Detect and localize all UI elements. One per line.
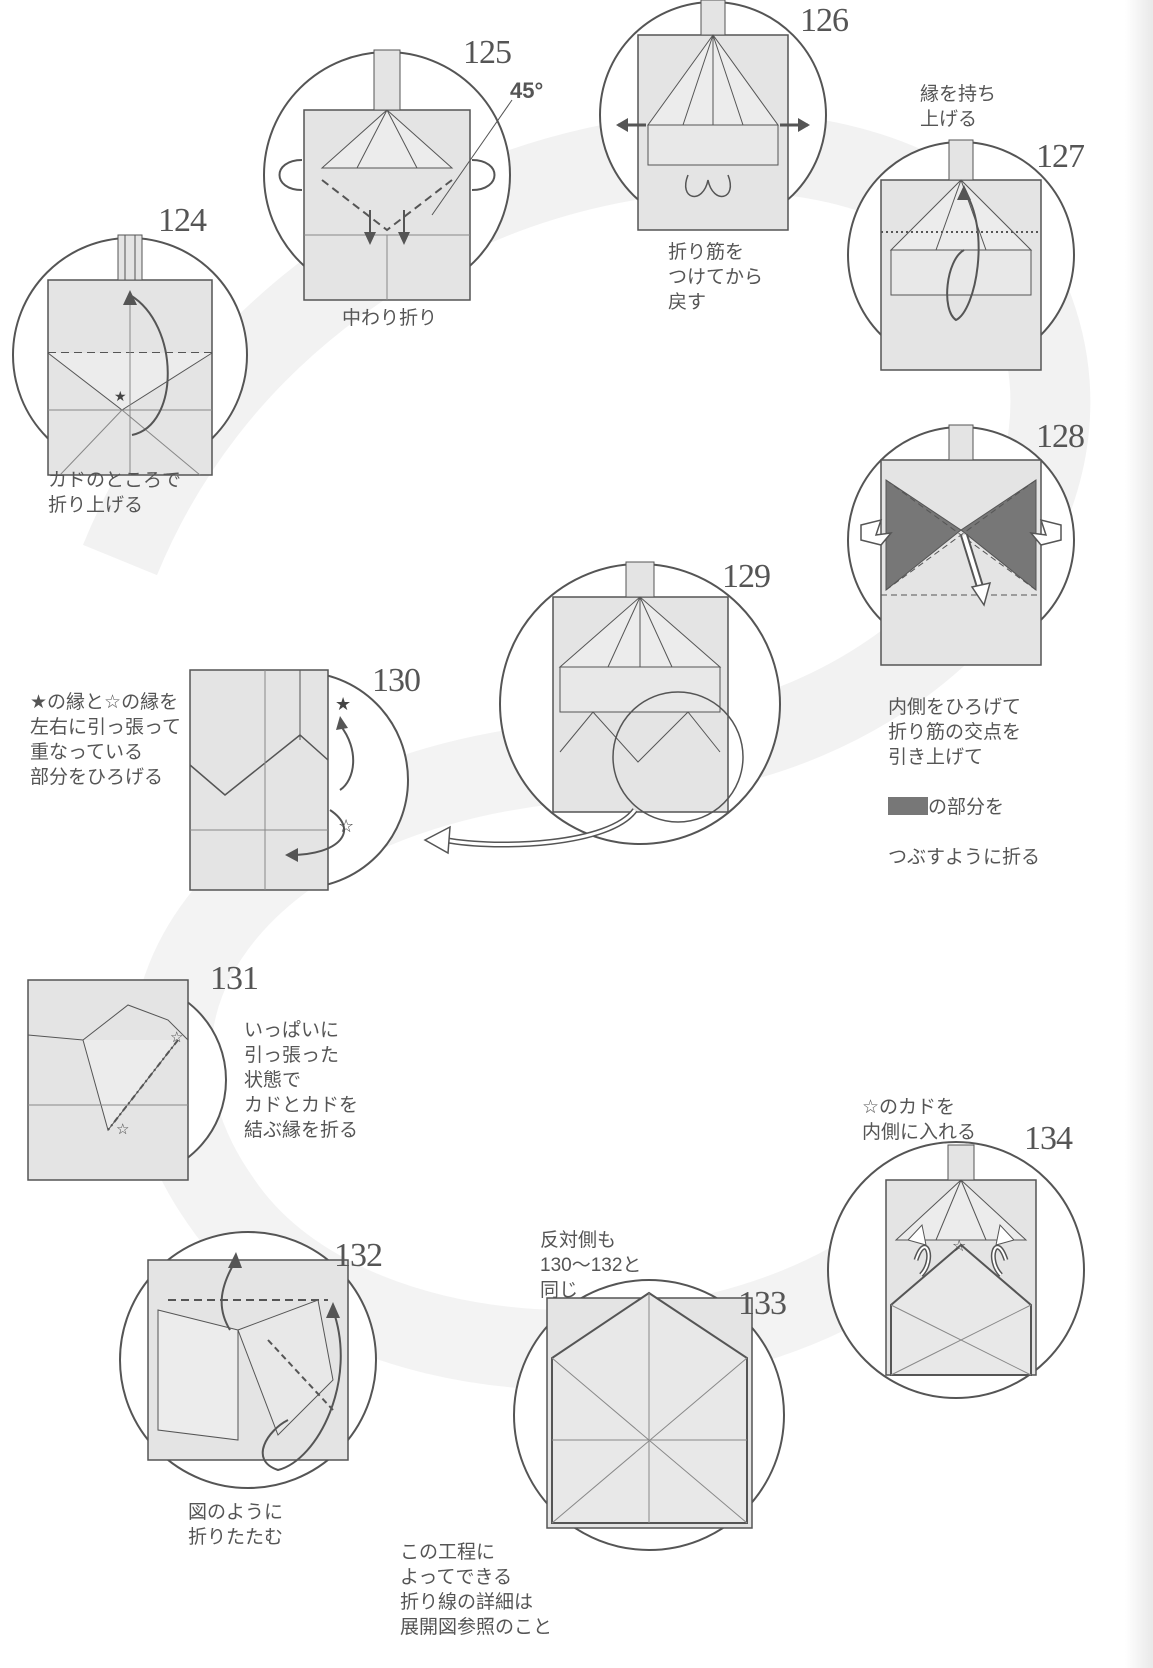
step-number-132: 132 [334, 1237, 383, 1274]
step-127 [846, 139, 1076, 371]
step-128-note-line3: つぶすように折る [888, 847, 1041, 868]
step-133-note-above: 反対側も 130〜132と 同じ [540, 1230, 642, 1301]
step-126-note: 折り筋を つけてから 戻す [668, 242, 764, 313]
step-127-note: 縁を持ち 上げる [920, 84, 997, 130]
step-128 [846, 415, 1076, 666]
step-131: ☆ ☆ [27, 979, 228, 1181]
angle-label: 45° [510, 78, 544, 103]
step-124: ★ [10, 234, 250, 476]
step-134-note: ☆のカドを 内側に入れる [862, 1097, 977, 1143]
step-124-note: カドのところで 折り上げる [48, 470, 182, 516]
step-125: 45° [262, 49, 543, 301]
step-130: ★ ☆ [189, 669, 410, 891]
star-open-marker: ☆ [952, 1238, 967, 1255]
step-number-125: 125 [463, 34, 512, 71]
star-open-marker: ☆ [338, 816, 355, 836]
step-number-126: 126 [800, 2, 849, 39]
star-open-marker-bottom: ☆ [116, 1121, 130, 1138]
step-number-124: 124 [158, 202, 207, 239]
step-128-note-line1: 内側をひろげて 折り筋の交点を 引き上げて [888, 697, 1022, 768]
star-marker: ★ [114, 388, 127, 404]
step-132 [118, 1230, 378, 1490]
step-133 [512, 1278, 787, 1553]
step-number-134: 134 [1024, 1120, 1073, 1157]
step-number-133: 133 [738, 1285, 787, 1322]
step-128-note: 内側をひろげて 折り筋の交点を 引き上げて の部分を つぶすように折る [888, 670, 1040, 895]
step-number-129: 129 [722, 558, 771, 595]
step-129 [498, 561, 783, 847]
step-number-128: 128 [1036, 418, 1085, 455]
step-134: ☆ [826, 1140, 1086, 1400]
step-125-note: 中わり折り [342, 308, 438, 329]
step-number-131: 131 [210, 960, 259, 997]
shaded-area-swatch [888, 797, 928, 815]
step-132-note: 図のように 折りたたむ [188, 1502, 284, 1548]
step-133-note-below: この工程に よってできる 折り線の詳細は 展開図参照のこと [400, 1542, 553, 1638]
step-126 [598, 0, 828, 231]
step-131-note: いっぱいに 引っ張った 状態で カドとカドを 結ぶ縁を折る [244, 1020, 359, 1141]
step-number-130: 130 [372, 662, 421, 699]
step-number-127: 127 [1036, 138, 1085, 175]
star-open-marker-top: ☆ [170, 1029, 184, 1046]
star-filled-marker: ★ [335, 694, 352, 714]
page-edge [1125, 0, 1153, 1668]
transition-arrow [423, 808, 638, 855]
step-128-note-line2: の部分を [928, 797, 1005, 818]
step-130-note: ★の縁と☆の縁を 左右に引っ張って 重なっている 部分をひろげる [30, 692, 182, 788]
